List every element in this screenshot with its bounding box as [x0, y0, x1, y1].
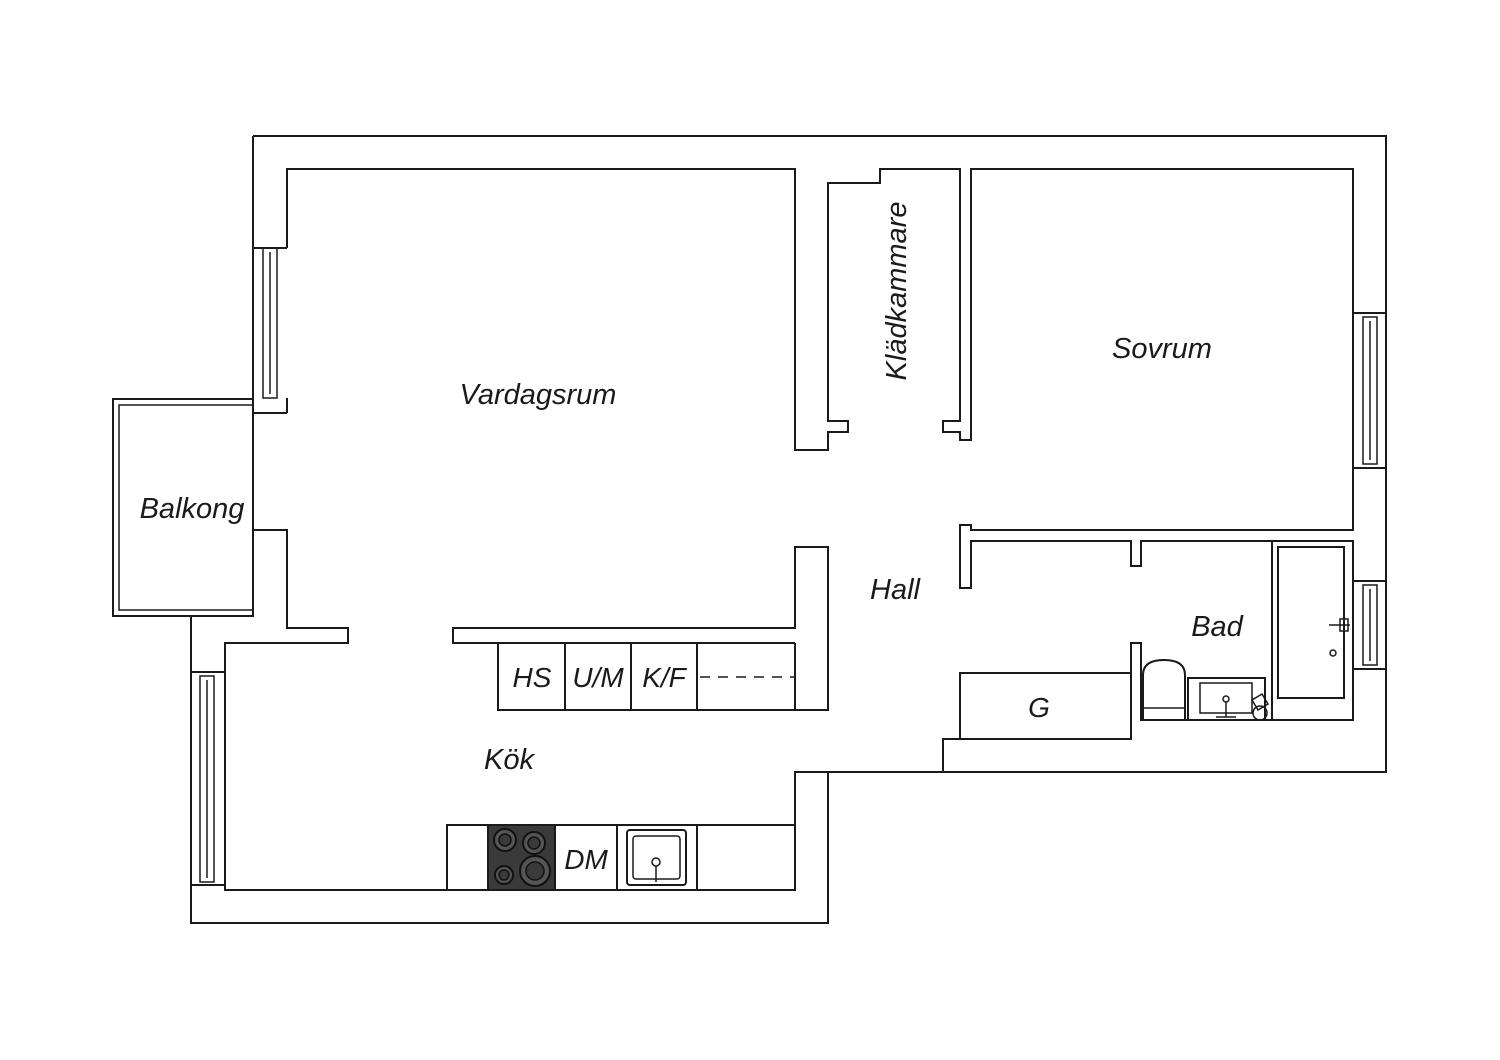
kitchen-sink-icon [626, 829, 687, 886]
room-label-kok: Kök [484, 744, 535, 776]
room-label-kladkammare: Klädkammare [881, 202, 913, 381]
balcony [112, 398, 254, 617]
appliance-label-g: G [1028, 692, 1050, 723]
living-room-wall [286, 168, 1354, 772]
appliance-label-hs: HS [513, 662, 552, 693]
appliance-label-dm: DM [564, 844, 608, 875]
window-bedroom [1353, 312, 1386, 469]
appliance-label-um: U/M [572, 662, 624, 693]
room-label-vardagsrum: Vardagsrum [460, 379, 617, 411]
stove-icon [487, 824, 556, 891]
wardrobe-g [959, 672, 1132, 740]
window-living [253, 247, 288, 414]
window-kitchen [191, 671, 225, 886]
window-bathroom [1353, 580, 1386, 670]
room-label-hall: Hall [870, 574, 922, 606]
appliance-label-kf: K/F [642, 662, 687, 693]
room-label-sovrum: Sovrum [1112, 333, 1212, 365]
room-label-balkong: Balkong [140, 493, 245, 525]
room-label-bad: Bad [1191, 611, 1243, 643]
bathroom-fixtures [1142, 540, 1354, 721]
